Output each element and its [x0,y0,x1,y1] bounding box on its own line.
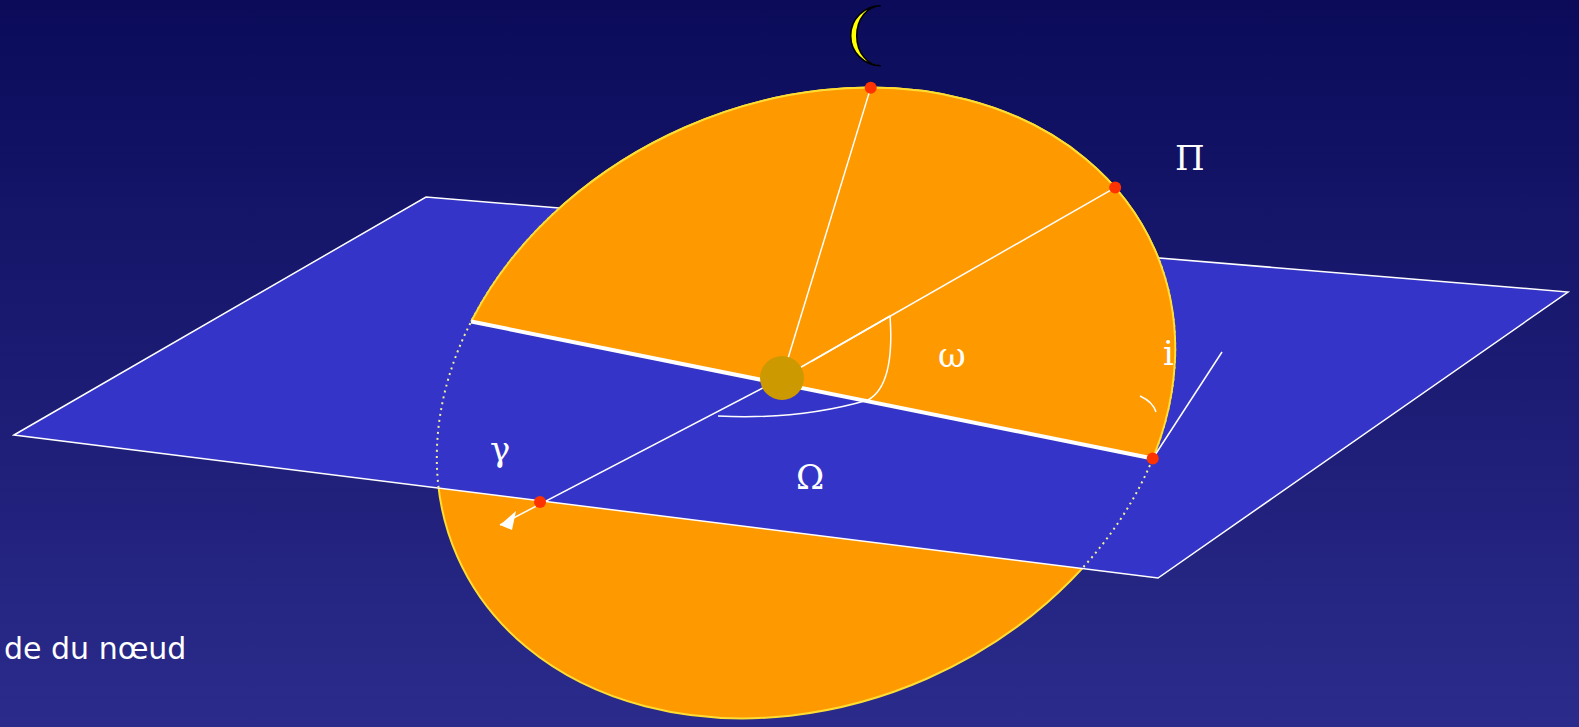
orbit-ellipse [336,0,1276,727]
orbit-point [534,496,546,508]
perigee-argument-arc [868,316,891,400]
angle-label: i [1163,336,1174,370]
apsis-line [782,188,1115,378]
ascending-node-arc [718,400,868,417]
central-body [760,356,804,400]
angle-label: Ω [796,460,824,494]
orbit-point [865,82,877,94]
vernal-point-label: γ [490,432,510,466]
line-of-nodes [471,322,1153,459]
orbit-point [1147,453,1159,465]
vernal-arrowhead [500,511,516,530]
inclination-arc [1140,396,1156,412]
orbit-point [1109,182,1121,194]
caption-fragment: de du nœud [4,634,186,664]
apsis-line [812,316,890,361]
orbit-plane-upper [336,0,1276,727]
moon-symbol [851,6,881,66]
geometry-lines [471,6,1222,530]
perigee-label: Π [1175,141,1205,175]
angle-label: ω [938,338,966,372]
orbit-ellipse [336,0,1276,727]
vernal-direction [500,378,782,525]
hidden-orbit-outline [336,0,1276,727]
